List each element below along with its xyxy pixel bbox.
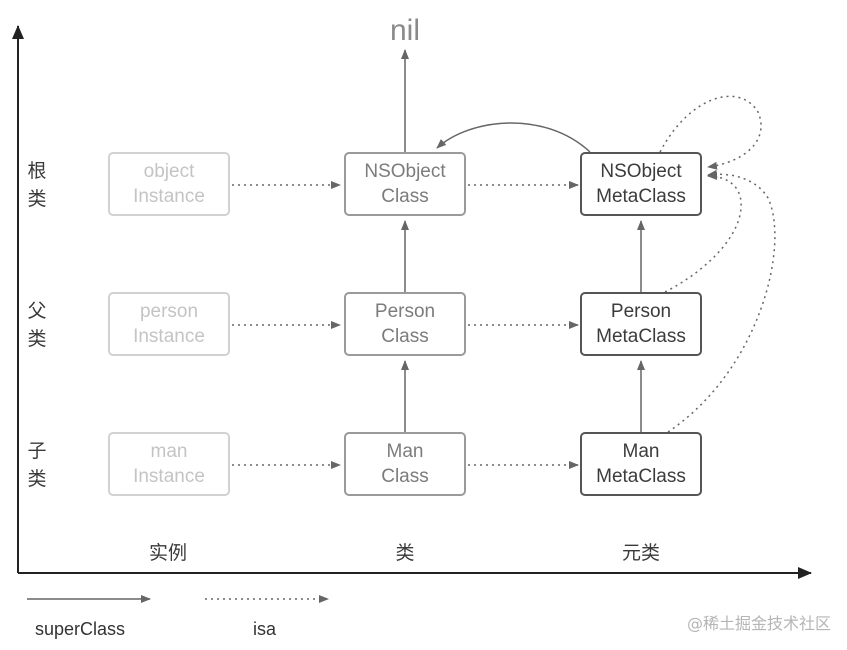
column-label-class: 类 <box>395 542 415 564</box>
node-kind: MetaClass <box>596 466 686 487</box>
node-name: NSObject <box>600 161 682 182</box>
person-metaclass-node: Person MetaClass <box>580 292 702 356</box>
node-kind: Instance <box>133 466 205 487</box>
node-name: Man <box>622 441 660 462</box>
nsobject-class-node: NSObject Class <box>344 152 466 216</box>
node-name: Person <box>610 301 672 322</box>
column-label-instance: 实例 <box>148 542 188 564</box>
node-name: Person <box>374 301 436 322</box>
person-class-node: Person Class <box>344 292 466 356</box>
node-name: man <box>150 441 188 462</box>
node-kind: Class <box>381 326 429 347</box>
row-label-root: 根类 <box>27 160 47 210</box>
nil-label: nil <box>389 14 421 47</box>
node-name: person <box>139 301 199 322</box>
node-name: NSObject <box>364 161 446 182</box>
legend-superclass-label: superClass <box>35 619 126 639</box>
node-kind: Class <box>381 186 429 207</box>
node-kind: Instance <box>133 186 205 207</box>
watermark: @稀土掘金技术社区 <box>686 614 831 633</box>
node-kind: MetaClass <box>596 186 686 207</box>
man-class-node: Man Class <box>344 432 466 496</box>
node-kind: MetaClass <box>596 326 686 347</box>
man-instance-node: man Instance <box>108 432 230 496</box>
node-kind: Class <box>381 466 429 487</box>
arrow-nsobject-meta-to-nsobject-class <box>436 122 591 153</box>
isa-man-meta-to-root <box>667 169 776 433</box>
row-label-parent: 父类 <box>27 300 47 350</box>
column-label-metaclass: 元类 <box>621 542 661 564</box>
node-name: object <box>143 161 195 182</box>
object-instance-node: object Instance <box>108 152 230 216</box>
legend-isa-label: isa <box>253 619 277 639</box>
node-kind: Instance <box>133 326 205 347</box>
isa-person-meta-to-root <box>664 172 742 293</box>
isa-nsobject-meta-self <box>659 95 762 170</box>
row-label-child: 子类 <box>27 440 47 490</box>
person-instance-node: person Instance <box>108 292 230 356</box>
node-name: Man <box>386 441 424 462</box>
man-metaclass-node: Man MetaClass <box>580 432 702 496</box>
nsobject-metaclass-node: NSObject MetaClass <box>580 152 702 216</box>
